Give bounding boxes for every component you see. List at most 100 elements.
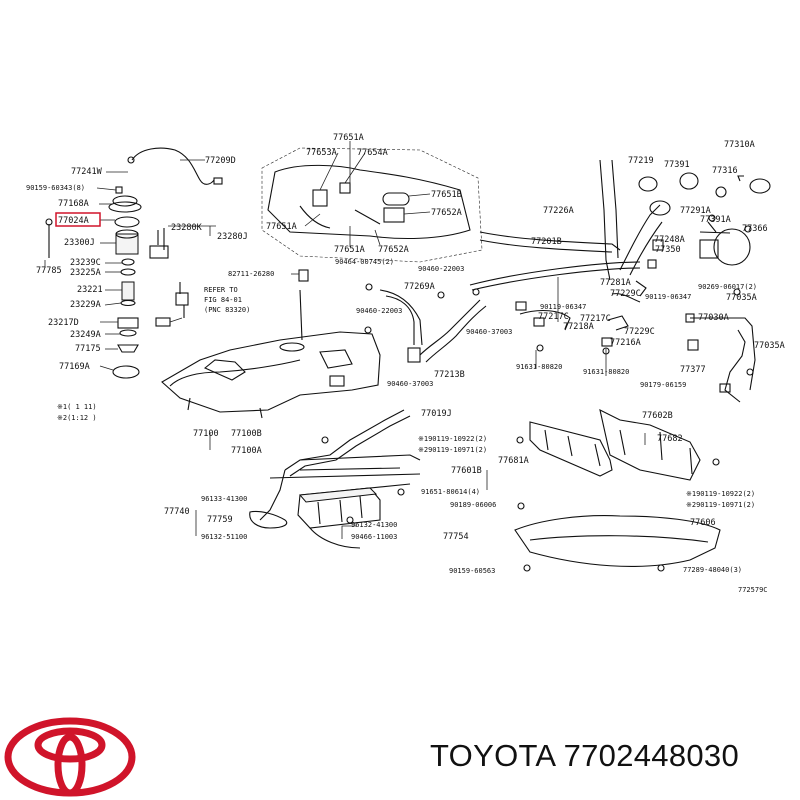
label-96132-41300: 96132-41300	[351, 521, 397, 529]
label-77100A: 77100A	[231, 446, 262, 456]
label-77681A: 77681A	[498, 456, 529, 466]
label-23229A: 23229A	[70, 300, 101, 310]
label-91651-80614: 91651-80614(4)	[421, 488, 480, 496]
fuel-tank	[161, 289, 381, 419]
label-23239C: 23239C	[70, 258, 101, 268]
label-90119-06347-a: 90119-06347	[540, 303, 586, 311]
label-77019J: 77019J	[421, 409, 452, 419]
label-77229C-b: 77229C	[624, 327, 655, 337]
label-90460-37003-a: 90460-37003	[466, 328, 512, 336]
label-77168A: 77168A	[58, 199, 89, 209]
refer-line-3: (PNC 83320)	[204, 306, 250, 314]
label-96133-41300: 96133-41300	[201, 495, 247, 503]
drawing-number: 772579C	[738, 586, 768, 594]
label-77740: 77740	[164, 507, 190, 517]
label-77654A: 77654A	[357, 148, 388, 158]
label-77310A: 77310A	[724, 140, 755, 150]
label-77350: 77350	[655, 245, 681, 255]
label-90179-06159: 90179-06159	[640, 381, 686, 389]
label-90189-06006: 90189-06006	[450, 501, 496, 509]
label-23300J: 23300J	[64, 238, 95, 248]
label-77217C-b: 77217C	[538, 312, 569, 322]
label-77682: 77682	[657, 434, 683, 444]
tank-protectors	[514, 408, 721, 572]
label-90119-10922-a: ※190119-10922(2)	[418, 435, 487, 443]
label-90460-22003-a: 90460-22003	[418, 265, 464, 273]
label-77219: 77219	[628, 156, 654, 166]
label-77759: 77759	[207, 515, 233, 525]
label-90159-60343: 90159-60343(8)	[26, 184, 85, 192]
label-77035A-b: 77035A	[754, 341, 785, 351]
filler-pipe	[479, 159, 771, 297]
highlight-box	[55, 212, 101, 227]
label-77316: 77316	[712, 166, 738, 176]
label-23249A: 23249A	[70, 330, 101, 340]
leader-lines-top	[304, 141, 431, 247]
label-77754: 77754	[443, 532, 469, 542]
label-77030A: 77030A	[698, 313, 729, 323]
toyota-logo	[4, 717, 136, 797]
label-77175: 77175	[75, 344, 101, 354]
tank-upper-detail	[261, 147, 483, 263]
label-77100B: 77100B	[231, 429, 262, 439]
label-90159-60563: 90159-60563	[449, 567, 495, 575]
label-77602B: 77602B	[642, 411, 673, 421]
label-77652A-right: 77652A	[431, 208, 462, 218]
label-90460-37003-b: 90460-37003	[387, 380, 433, 388]
label-77100: 77100	[193, 429, 219, 439]
label-77281A: 77281A	[600, 278, 631, 288]
label-77035A-a: 77035A	[726, 293, 757, 303]
label-77391: 77391	[664, 160, 690, 170]
refer-line-2: FIG 84-01	[204, 296, 242, 304]
label-77229C-a: 77229C	[610, 289, 641, 299]
pump-assembly	[45, 147, 309, 379]
charcoal-canister	[249, 436, 405, 549]
label-90466-11003: 90466-11003	[351, 533, 397, 541]
label-77785: 77785	[36, 266, 62, 276]
label-77169A: 77169A	[59, 362, 90, 372]
bracket-lines	[195, 277, 646, 539]
label-77241W: 77241W	[71, 167, 103, 177]
sender-harness	[685, 313, 756, 403]
label-77209D: 77209D	[205, 156, 236, 166]
label-77651B: 77651B	[431, 190, 462, 200]
label-77289-48040: 77289-48040(3)	[683, 566, 742, 574]
label-23280J: 23280J	[217, 232, 248, 242]
label-77652A-bottom: 77652A	[378, 245, 409, 255]
label-90119-10971-b: ※290119-10971(2)	[686, 501, 755, 509]
label-77226A: 77226A	[543, 206, 574, 216]
clamps-right	[515, 288, 741, 355]
label-77366: 77366	[742, 224, 768, 234]
label-77653A: 77653A	[306, 148, 337, 158]
label-77651A-bottom: 77651A	[334, 245, 365, 255]
label-82711-26280: 82711-26280	[228, 270, 274, 278]
refer-line-1: REFER TO	[204, 286, 238, 294]
label-77606: 77606	[690, 518, 716, 528]
label-90119-06347-b: 90119-06347	[645, 293, 691, 301]
hoses-center	[364, 261, 641, 363]
label-90464-00745: 90464-00745(2)	[335, 258, 394, 266]
note-2: ※2(1:12 )	[57, 414, 97, 422]
label-77651A-top: 77651A	[333, 133, 364, 143]
label-77601B: 77601B	[451, 466, 482, 476]
label-77377: 77377	[680, 365, 706, 375]
label-77217C-a: 77217C	[580, 314, 611, 324]
label-77291A: 77291A	[680, 206, 711, 216]
label-77248A: 77248A	[654, 235, 685, 245]
label-77201B: 77201B	[531, 237, 562, 247]
label-77216A: 77216A	[610, 338, 641, 348]
label-23280K: 23280K	[171, 223, 203, 233]
label-96132-51100: 96132-51100	[201, 533, 247, 541]
label-23217D: 23217D	[48, 318, 79, 328]
fuel-lines-lower	[259, 409, 421, 521]
label-90460-22003-b: 90460-22003	[356, 307, 402, 315]
label-90269-06017: 90269-06017(2)	[698, 283, 757, 291]
label-77391A: 77391A	[700, 215, 731, 225]
label-77269A: 77269A	[404, 282, 435, 292]
label-23225A: 23225A	[70, 268, 101, 278]
label-90119-10922-b: ※190119-10922(2)	[686, 490, 755, 498]
label-23221: 23221	[77, 285, 103, 295]
note-1: ※1( 1 11)	[57, 403, 97, 411]
label-77218A: 77218A	[563, 322, 594, 332]
label-91631-80820-a: 91631-80820	[516, 363, 562, 371]
